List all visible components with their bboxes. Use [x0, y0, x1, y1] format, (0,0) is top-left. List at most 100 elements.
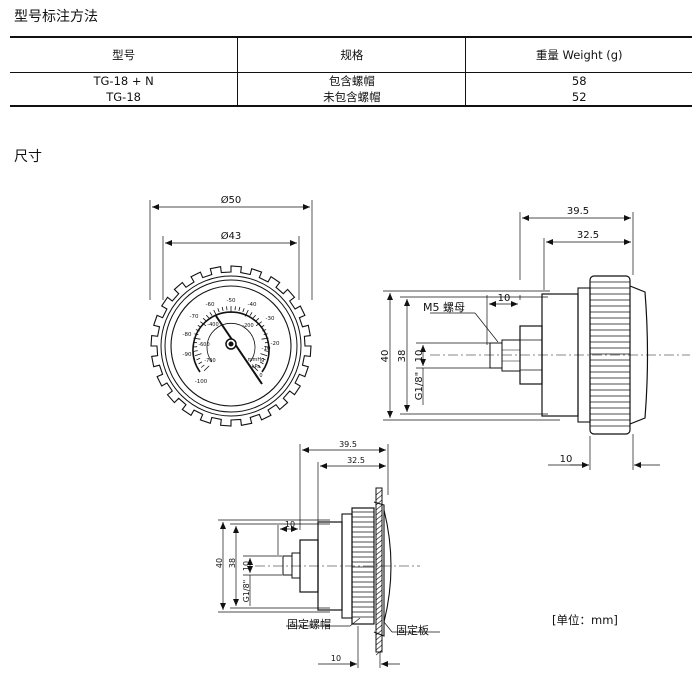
dial-tick	[221, 306, 224, 311]
hatch-line	[375, 489, 383, 496]
cell-model: TG-18 + N	[10, 72, 239, 89]
unit-label: mmHg	[248, 357, 265, 363]
dial-tick	[234, 306, 236, 311]
thread-size: G1/8"	[414, 372, 425, 400]
dial-tick	[255, 317, 260, 322]
dim-39-5: 39.5	[567, 206, 589, 217]
dim-40: 40	[215, 558, 224, 568]
dial-tick	[238, 306, 241, 311]
dim-10-top: 10	[498, 293, 511, 304]
hatch-line	[375, 649, 383, 656]
table-row: TG-18 未包含螺帽 52	[10, 89, 692, 107]
hatch-line	[375, 494, 383, 501]
dim-32-5: 32.5	[577, 230, 599, 241]
dial-tick	[252, 365, 259, 372]
dial-tick	[249, 312, 253, 316]
dim-inner-diameter: Ø43	[221, 230, 242, 242]
scale-label: -400	[207, 322, 218, 328]
hatch-line	[375, 549, 383, 556]
dial-tick	[193, 350, 198, 352]
hatch-line	[375, 529, 383, 536]
hatch-line	[375, 629, 383, 636]
table-row: TG-18 + N 包含螺帽 58	[10, 72, 692, 89]
table-header-row: 型号 规格 重量 Weight (g)	[10, 36, 692, 73]
dial-tick	[209, 312, 213, 316]
scale-label: -600	[198, 342, 209, 348]
hatch-line	[375, 584, 383, 591]
header-weight: 重量 Weight (g)	[465, 36, 692, 73]
unit-note: [单位：mm]	[552, 613, 618, 627]
dial-tick	[261, 337, 269, 340]
cell-weight: 58	[571, 74, 587, 88]
dim-38: 38	[228, 558, 237, 568]
dim-32-5: 32.5	[347, 456, 365, 465]
dial-tick	[194, 353, 202, 357]
dial-tick	[264, 350, 269, 352]
hatch-line	[375, 514, 383, 521]
dim-40: 40	[380, 350, 391, 363]
cell-spec: 包含螺帽	[237, 72, 467, 89]
dial-tick	[261, 357, 266, 361]
dim-10-left: 10	[414, 350, 425, 363]
hatch-line	[375, 519, 383, 526]
dial-tick	[260, 325, 265, 328]
side-view	[383, 212, 690, 470]
dial-tick	[194, 333, 199, 336]
dimensions-title: 尺寸	[14, 149, 42, 165]
hatch-line	[375, 559, 383, 566]
hatch-line	[375, 504, 383, 511]
hatch-line	[375, 639, 383, 646]
cell-spec: 未包含螺帽	[237, 89, 467, 107]
hatch-line	[375, 509, 383, 516]
scale-label: -70	[190, 314, 199, 320]
scale-label: -200	[242, 323, 253, 329]
hatch-line	[375, 564, 383, 571]
hatch-line	[375, 634, 383, 641]
order-method-title: 型号标注方法	[14, 9, 98, 25]
dial-tick	[252, 314, 257, 319]
dial-tick	[198, 361, 203, 365]
scale-label: -10	[262, 346, 271, 352]
dim-10-top: 10	[285, 520, 295, 529]
panel-view-labels: 39.5 32.5 10 40 38 10 G1/8" 固定螺帽 固定板 10	[215, 440, 429, 663]
dial-tick	[213, 309, 218, 317]
unit-label: kPa	[252, 364, 261, 370]
dial-tick	[262, 329, 267, 332]
hatch-line	[375, 609, 383, 616]
dial-tick	[195, 329, 200, 332]
scale-label: 0	[259, 373, 262, 379]
cell-weight: 52	[465, 89, 692, 107]
side-view-labels: 39.5 32.5 10 M5 螺母 40 38 10 G1/8" 10	[380, 206, 599, 465]
front-view-labels: Ø50 Ø43 -10 -20 -30 -40 -50 -60 -70 -80 …	[183, 194, 280, 385]
hatch-line	[375, 619, 383, 626]
dim-outer-diameter: Ø50	[221, 194, 242, 206]
header-model: 型号	[10, 36, 239, 73]
front-view	[149, 200, 313, 427]
hatch-line	[375, 569, 383, 576]
fixing-plate-label: 固定板	[396, 623, 429, 637]
hatch-line	[375, 604, 383, 611]
hatch-line	[375, 539, 383, 546]
dial-tick	[202, 317, 207, 322]
cell-model: TG-18	[10, 89, 239, 107]
hatch-line	[375, 599, 383, 606]
dial-tick	[217, 308, 220, 313]
dial-tick	[203, 365, 210, 372]
dial-tick	[255, 321, 262, 327]
dial-tick	[259, 361, 264, 365]
scale-label: -100	[195, 379, 208, 385]
nut-label: M5 螺母	[423, 301, 465, 314]
dial-tick	[196, 357, 201, 361]
dim-10-left: 10	[242, 561, 251, 571]
dial-tick	[244, 309, 249, 317]
hatch-line	[375, 579, 383, 586]
fixing-nut-label: 固定螺帽	[287, 617, 331, 631]
dial-tick	[226, 306, 228, 311]
scale-label: -80	[183, 332, 192, 338]
dim-10-bottom: 10	[560, 454, 573, 465]
dial-tick	[200, 321, 207, 327]
scale-label: -40	[248, 302, 257, 308]
dial-tick	[257, 364, 262, 368]
hatch-line	[375, 524, 383, 531]
